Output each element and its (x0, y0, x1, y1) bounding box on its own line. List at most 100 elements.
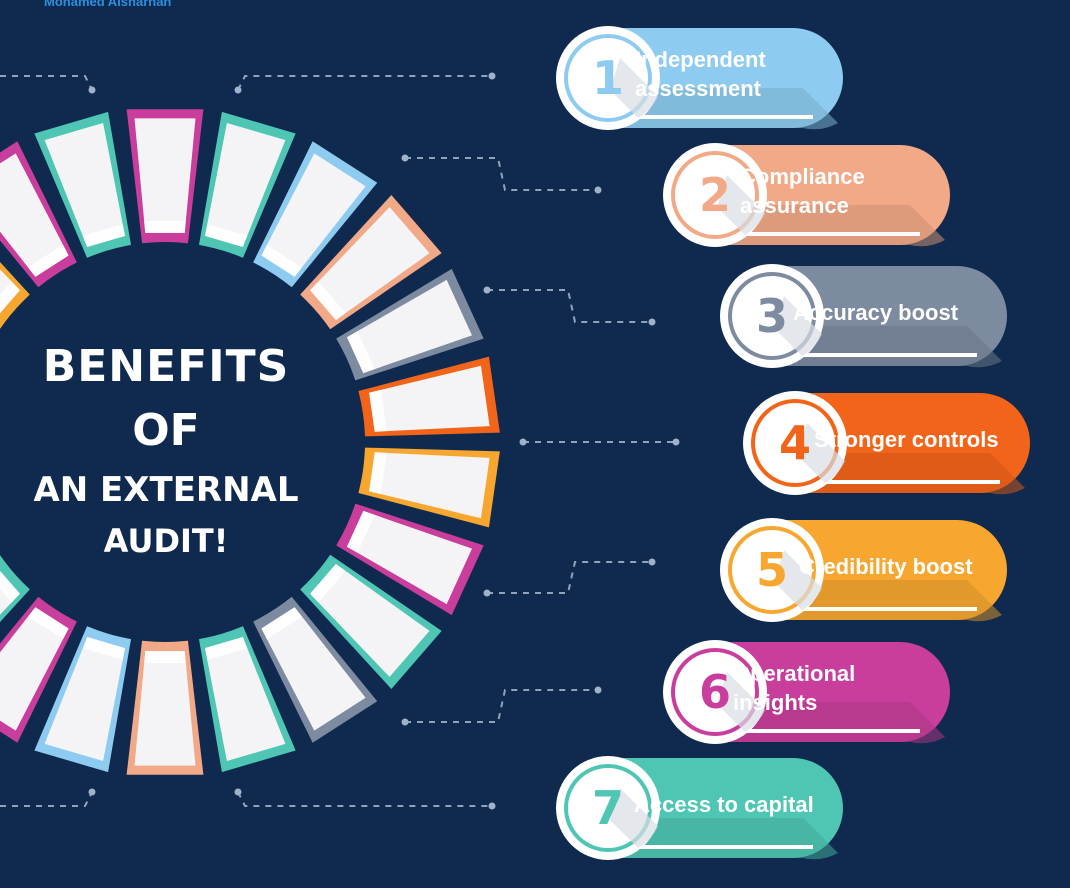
badge-number: 6 (699, 665, 731, 719)
author-name: Mohamed Alsharhan (44, 0, 172, 9)
dashed-connectors (0, 72, 680, 810)
ring-center (0, 242, 365, 642)
connector-dot (483, 589, 491, 597)
benefit-label-line: Compliance (740, 164, 865, 189)
badge-shadow (610, 58, 658, 118)
benefit-label: Operational insights (733, 659, 855, 717)
ring-segment (0, 141, 77, 288)
badge-ring (751, 399, 839, 487)
ring-segment (336, 268, 484, 381)
benefit-label-line: insights (733, 690, 818, 715)
connector-dot (488, 802, 496, 810)
ring-segment (358, 356, 500, 437)
connector-dot (401, 154, 409, 162)
badge-number: 5 (756, 543, 788, 597)
connector-dot (648, 318, 656, 326)
pill-stripe (772, 607, 977, 611)
connector-dot (648, 558, 656, 566)
ring-segment (198, 111, 296, 258)
ring-segment (0, 261, 30, 330)
ring-segment (198, 626, 296, 773)
benefit-label: Stronger controls (814, 425, 999, 454)
badge-ring (671, 151, 759, 239)
benefit-pills: 1 2 3 4 5 6 7 (556, 26, 1030, 860)
badge-shadow (717, 672, 765, 732)
benefit-pill: 2 (663, 143, 950, 247)
connector-line (487, 289, 652, 323)
benefit-label-line: Independent (635, 47, 766, 72)
connector-dot (401, 718, 409, 726)
connector-dot (483, 286, 491, 294)
title-line-1: BENEFITS (42, 341, 290, 392)
benefit-pill: 6 (663, 640, 950, 744)
connector-line (237, 791, 492, 807)
connector-dot (519, 438, 527, 446)
benefit-label: Independent assessment (635, 45, 766, 103)
ring-segment (34, 626, 132, 773)
ring-segment (126, 640, 204, 775)
benefit-pill: 1 (556, 26, 843, 130)
connector-dot (594, 686, 602, 694)
benefit-label-line: Accuracy boost (793, 299, 959, 325)
benefit-label: Access to capital (634, 790, 814, 819)
connector-line (405, 689, 598, 723)
benefit-label-line: Access to capital (634, 791, 814, 817)
benefit-label-line: assessment (635, 76, 761, 101)
pill-stripe (608, 845, 813, 849)
connector-dot (672, 438, 680, 446)
pill-stripe (608, 115, 813, 119)
pill-stripe (772, 353, 977, 357)
badge-number: 4 (779, 416, 811, 470)
benefit-label-line: Stronger controls (814, 426, 999, 452)
pill-stripe (715, 729, 920, 733)
benefit-pill: 4 (743, 391, 1030, 495)
badge-number: 2 (699, 168, 731, 222)
badge-ring (671, 648, 759, 736)
connector-dot (234, 788, 242, 796)
connector-line (0, 791, 93, 807)
benefit-label: Credibility boost (799, 552, 973, 581)
connector-dot (88, 86, 96, 94)
badge-shadow (774, 296, 822, 356)
connector-dot (488, 72, 496, 80)
ring-segment (253, 596, 378, 743)
benefit-label: Compliance assurance (740, 162, 865, 220)
connector-dot (594, 186, 602, 194)
ring-segment (300, 195, 442, 330)
ring-segment (358, 447, 500, 528)
ring-segment (0, 554, 30, 623)
title-line-4: AUDIT! (103, 522, 229, 560)
badge-shadow (610, 788, 658, 848)
benefit-label-line: Operational (733, 661, 856, 686)
ring-segment (253, 141, 378, 288)
connector-line (0, 75, 93, 91)
benefit-pill: 3 (720, 264, 1007, 368)
connector-line (487, 561, 652, 594)
badge-number: 7 (592, 781, 624, 835)
title-line-3: AN EXTERNAL (33, 470, 299, 510)
badge-ring (728, 526, 816, 614)
pill-stripe (795, 480, 1000, 484)
badge-shadow (797, 423, 845, 483)
benefit-pill: 7 (556, 756, 843, 860)
badge-number: 3 (756, 289, 788, 343)
ring-segment (0, 596, 77, 743)
benefit-label: Accuracy boost (793, 298, 958, 327)
diagram-title: BENEFITS OF AN EXTERNAL AUDIT! (20, 341, 312, 560)
badge-number: 1 (592, 51, 624, 105)
segment-ring (0, 109, 500, 775)
badge-shadow (717, 175, 765, 235)
title-line-2: OF (132, 405, 200, 456)
badge-ring (564, 34, 652, 122)
benefit-label-line: assurance (740, 193, 849, 218)
badge-shadow (774, 550, 822, 610)
connector-dot (234, 86, 242, 94)
connector-line (237, 75, 492, 91)
ring-segment (336, 503, 484, 616)
badge-ring (728, 272, 816, 360)
benefit-pill: 5 (720, 518, 1007, 622)
badge-ring (564, 764, 652, 852)
ring-segment (300, 554, 442, 689)
